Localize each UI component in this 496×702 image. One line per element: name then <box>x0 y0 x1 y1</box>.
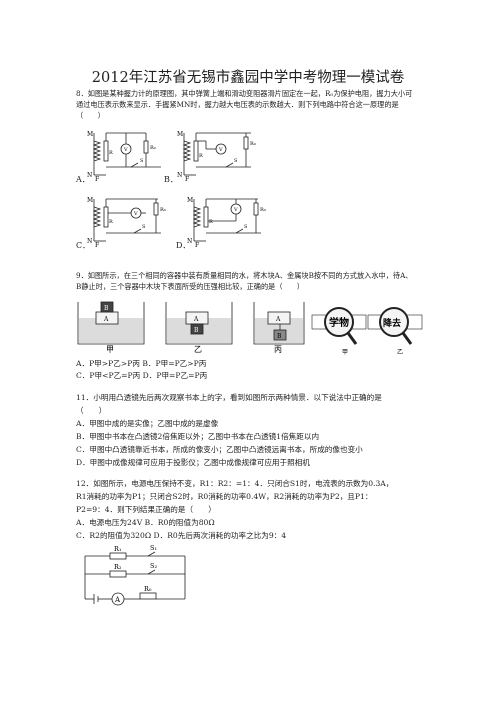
block-b-jia: B <box>104 305 109 312</box>
label-r: R <box>199 153 203 159</box>
q12-option-ab: A．电源电压为24V B．R0的阻值为80Ω <box>76 518 215 527</box>
q8-circuit-a: M N F R V R₀ S <box>87 131 161 183</box>
label-v: V <box>133 211 138 217</box>
q9-line-2: B静止时，三个容器中木块下表面所受的压强相比较，正确的是（ ） <box>76 282 305 291</box>
block-b-bing: B <box>277 333 282 340</box>
label-v: V <box>123 147 128 153</box>
label-bing: 丙 <box>274 345 282 354</box>
block-a-bing: A <box>275 316 281 323</box>
q8-line-1: 8．如图是某种握力计的原理图，其中弹簧上端和滑动变阻器滑片固定在一起，R₀为保护… <box>76 89 413 98</box>
label-r: R <box>109 219 113 225</box>
ammeter-label: A <box>114 596 121 604</box>
q9-option-ab: A．P甲>P乙>P丙 B．P甲=P乙>P丙 <box>76 359 207 368</box>
label-s2: S₂ <box>150 562 157 570</box>
label-s: S <box>234 158 238 164</box>
label-n: N <box>87 172 92 179</box>
q12-circuit: R₁ S₁ R₂ S₂ R₀ A <box>84 544 186 606</box>
label-r0: R₀ <box>150 145 156 151</box>
container-bing <box>253 302 305 345</box>
word-jia: 学物 <box>329 316 349 329</box>
label-s1: S₁ <box>150 544 157 552</box>
label-r0: R₀ <box>144 585 152 593</box>
label-m: M <box>177 131 183 138</box>
magnifier-yi: 降去 <box>367 307 423 345</box>
label-r0: R₀ <box>260 207 266 213</box>
label-jia: 甲 <box>106 345 114 354</box>
container-jia <box>77 301 145 345</box>
label-yi-2: 乙 <box>397 349 403 356</box>
q9-option-cd: C．P甲<P乙=P丙 D．P甲=P乙=P丙 <box>76 371 208 380</box>
q8-circuit-b: M N F R V R₀ S <box>177 131 256 183</box>
q8-option-b: B． <box>164 175 178 184</box>
word-yi: 降去 <box>383 317 401 329</box>
q8-option-c: C． <box>76 241 91 250</box>
label-n: N <box>87 238 92 245</box>
q8-line-3: （ ） <box>76 111 105 120</box>
label-f: F <box>195 242 199 249</box>
label-s: S <box>140 158 144 164</box>
label-f: F <box>95 242 99 249</box>
label-r0: R₀ <box>250 141 256 147</box>
label-r1: R₁ <box>114 545 122 553</box>
label-r2: R₂ <box>114 563 122 571</box>
q9-containers-figure: B A A B A B 甲 乙 丙 <box>77 301 305 354</box>
q9-line-1: 9．如图所示，在三个相同的容器中装有质量相同的水，将木块A、金属块B按不同的方式… <box>76 271 413 280</box>
label-r: R <box>209 219 213 225</box>
label-m: M <box>87 131 93 138</box>
page-title: 2012年江苏省无锡市鑫园中学中考物理一模试卷 <box>91 70 405 86</box>
block-b-yi: B <box>194 327 199 334</box>
q12-option-cd: C．R2的阻值为320Ω D．R0先后两次消耗的功率之比为9：4 <box>76 531 287 540</box>
container-yi <box>165 302 233 345</box>
q8-line-2: 通过电压表示数来显示．手握紧MN时，握力越大电压表的示数越大．则下列电路中符合这… <box>76 100 399 109</box>
q8-option-a: A． <box>76 175 90 184</box>
block-a-jia: A <box>103 316 109 323</box>
q12-line-1: 12．如图所示，电源电压保持不变，R1：R2：=1：4．只闭合S1时，电流表的示… <box>76 479 394 488</box>
q11-line-1: 11．小明用凸透镜先后两次观察书本上的字，看到如图所示两种情景．以下说法中正确的… <box>76 393 382 402</box>
q8-circuit-d: M N F R V R₀ S <box>187 197 266 249</box>
q11-option-d: D．甲图中成像规律可应用于投影仪；乙图中成像规律可应用于照相机 <box>76 458 310 467</box>
label-r: R <box>109 150 113 156</box>
q11-line-2: （ ） <box>76 406 107 415</box>
block-a-yi: A <box>193 316 199 323</box>
label-yi: 乙 <box>194 345 202 354</box>
label-n: N <box>187 238 192 245</box>
label-v: V <box>218 147 223 153</box>
label-s: S <box>142 224 146 230</box>
magnifier-figure: 学物 降去 甲 乙 <box>311 307 423 356</box>
q11-option-c: C．甲图中凸透镜靠近书本，所成的像变小；乙图中凸透镜远离书本，所成的像也变小 <box>76 445 363 454</box>
label-m: M <box>187 197 193 204</box>
label-f: F <box>95 176 99 183</box>
label-n: N <box>177 172 182 179</box>
label-r0: R₀ <box>160 207 166 213</box>
q12-line-3: P2=9：4．则下列结果正确的是（ ） <box>76 505 216 514</box>
label-f: F <box>185 176 189 183</box>
q8-option-d: D． <box>176 241 191 250</box>
magnifier-jia: 学物 <box>311 307 367 345</box>
q8-circuit-c: M N F R V R₀ S <box>87 197 166 249</box>
label-s: S <box>244 224 248 230</box>
q11-option-a: A．甲图中成的是实像；乙图中成的是虚像 <box>76 419 219 428</box>
label-v: V <box>233 207 238 213</box>
q12-line-2: R1消耗的功率为P1；只闭合S2时，R0消耗的功率0.4W，R2消耗的功率为P2… <box>76 492 373 501</box>
q11-option-b: B．甲图中书本在凸透镜2倍焦距以外；乙图中书本在凸透镜1倍焦距以内 <box>76 432 320 441</box>
label-jia-2: 甲 <box>342 349 348 356</box>
label-m: M <box>87 197 93 204</box>
